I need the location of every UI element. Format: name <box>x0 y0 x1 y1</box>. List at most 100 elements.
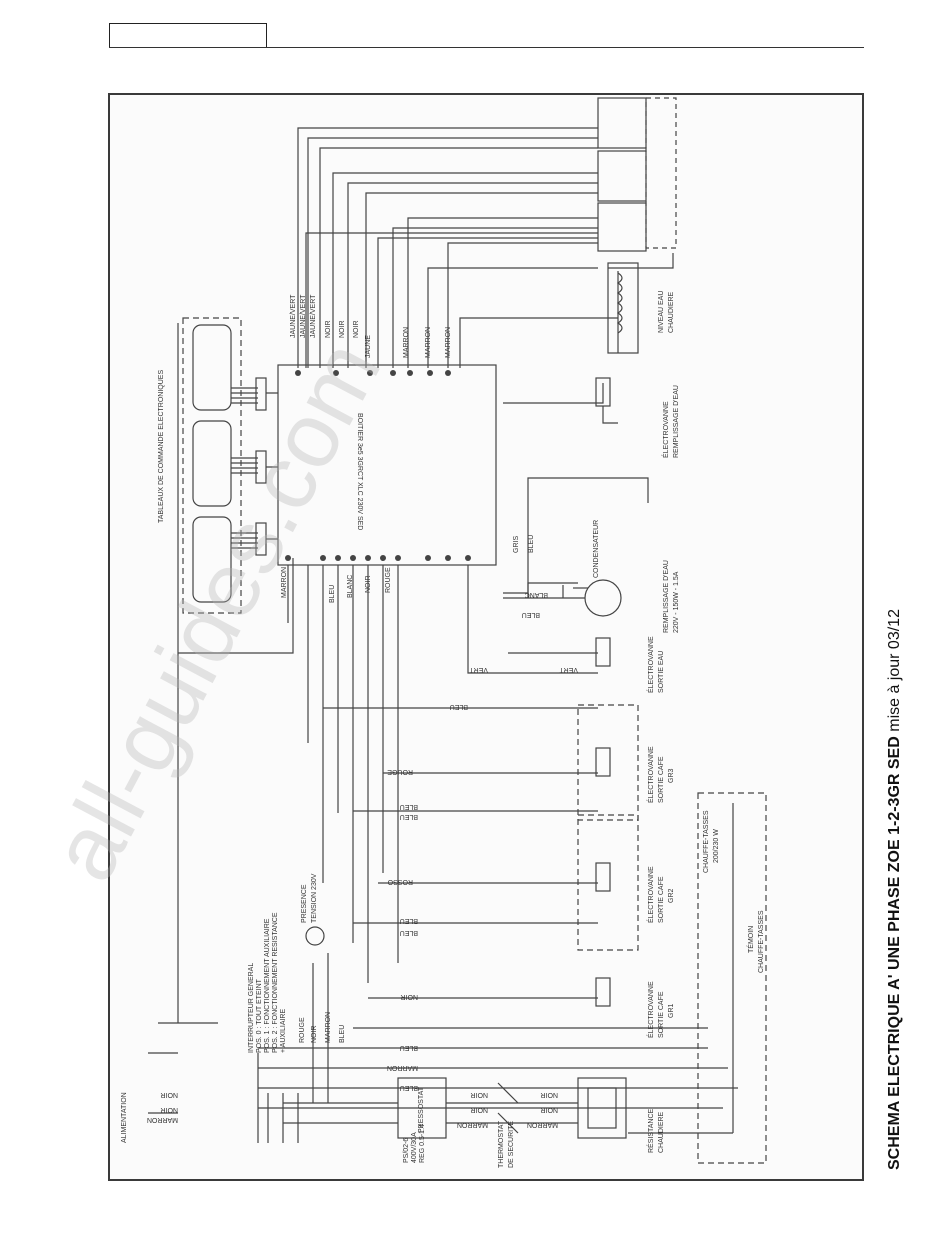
pressostat-label: PRESSOSTAT <box>418 1086 425 1133</box>
jaune-top: JAUNE <box>365 335 372 358</box>
noir-top-2: NOIR <box>339 321 346 339</box>
rouge-sw: ROUGE <box>299 1017 306 1043</box>
cup-warmer-box <box>697 792 767 1164</box>
interrupteur-1: INTERRUPTEUR GENERAL <box>248 963 255 1053</box>
noir-gr1: NOIR <box>401 993 419 1000</box>
group-terminal-3 <box>597 202 647 252</box>
noir-top-1: NOIR <box>325 321 332 339</box>
marron-top-1: MARRON <box>403 327 410 358</box>
resistance-box <box>577 1077 627 1139</box>
ev-eau-1: ÉLECTROVANNE <box>646 636 655 693</box>
niveau-2: CHAUDIERE <box>668 291 675 333</box>
ev-gr2-1: ÉLECTROVANNE <box>646 866 655 923</box>
thermo-2: DE SECURITE <box>508 1121 515 1168</box>
control-panel-2 <box>192 420 232 507</box>
noir-top-3: NOIR <box>353 321 360 339</box>
bleu-gr3-2: BLEU <box>400 803 418 810</box>
ev-gr1-1: ÉLECTROVANNE <box>646 981 655 1038</box>
rouge-gr3: ROUGE <box>387 768 413 775</box>
ev-eau-2: SORTIE EAU <box>658 651 665 693</box>
noir-sw: NOIR <box>311 1026 318 1044</box>
title-bold: SCHEMA ELECTRIQUE A' UNE PHASE ZOE 1-2-3… <box>886 736 903 1170</box>
noir-p3: NOIR <box>471 1106 489 1113</box>
marron-p1: MARRON <box>147 1116 178 1123</box>
noir-p6: NOIR <box>541 1091 559 1098</box>
wiring-diagram: ALIMENTATION TABLEAUX DE COMMANDE ELECTR… <box>121 97 767 1168</box>
interrupteur-3: POS. 1 : FONCTIONNEMENT AUXILIAIRE <box>264 918 271 1053</box>
presence-1: PRESENCE <box>301 884 308 923</box>
noir-p1: NOIR <box>161 1106 179 1113</box>
chauffe-2: 200/230 W <box>713 829 720 863</box>
blanc-pump: BLANC <box>525 591 548 598</box>
remp-label-2: 220V - 150W - 1.5A <box>673 571 680 633</box>
ps-2: 400V/30A <box>411 1132 418 1163</box>
control-panel-3 <box>192 516 232 603</box>
gr3-dashed-box <box>577 704 639 821</box>
ps-1: PS/02-6 <box>403 1138 410 1163</box>
title-rest: mise à jour 03/12 <box>886 609 903 737</box>
jaune-vert-1: JAUNE/VERT <box>290 294 297 338</box>
marron-top-2: MARRON <box>425 327 432 358</box>
marron-sw: MARRON <box>325 1012 332 1043</box>
ev-gr2-3: GR2 <box>668 889 675 904</box>
gris-label: GRIS <box>513 536 520 553</box>
ev-gr1-2: SORTIE CAFE <box>658 991 665 1038</box>
ev-remp-2: REMPLISSAGE D'EAU <box>673 385 680 458</box>
pressostat-box <box>397 1077 447 1139</box>
remp-label-1: REMPLISSAGE D'EAU <box>663 560 670 633</box>
marron-bottom: MARRON <box>281 567 288 598</box>
bleu-main-2: BLEU <box>400 1084 418 1091</box>
bleu-gr2-1: BLEU <box>400 917 418 924</box>
presence-2: TENSION 230V <box>311 873 318 923</box>
vert-2: VERT <box>559 666 578 673</box>
resistance-1: RÉSISTANCE <box>646 1108 655 1153</box>
marron-p3: MARRON <box>527 1121 558 1128</box>
noir-p2: NOIR <box>161 1091 179 1098</box>
bleu-sw: BLEU <box>339 1025 346 1043</box>
marron-p2: MARRON <box>457 1121 488 1128</box>
bleu-gr3-3: BLEU <box>400 813 418 820</box>
ev-gr3-2: SORTIE CAFE <box>658 756 665 803</box>
niveau-1: NIVEAU EAU <box>658 291 665 333</box>
bleu-right: BLEU <box>528 535 535 553</box>
boitier-box <box>277 364 497 566</box>
title-wrap: SCHEMA ELECTRIQUE A' UNE PHASE ZOE 1-2-3… <box>866 110 906 1180</box>
control-panel-1 <box>192 324 232 411</box>
vert-1: VERT <box>469 666 488 673</box>
thermo-1: THERMOSTAT <box>498 1120 505 1168</box>
ev-remp-1: ÉLECTROVANNE <box>661 401 670 458</box>
jaune-vert-3: JAUNE/VERT <box>310 294 317 338</box>
bleu-gr3-1: BLEU <box>450 703 468 710</box>
chauffe-1: CHAUFFE-TASSES <box>703 810 710 873</box>
ev-gr2-2: SORTIE CAFE <box>658 876 665 923</box>
condensateur-label: CONDENSATEUR <box>593 520 600 578</box>
resistance-2: CHAUDIERE <box>658 1111 665 1153</box>
ps-3: REG 0.5-1.4 <box>419 1124 426 1163</box>
group-terminal-1 <box>597 97 647 149</box>
tableaux-label: TABLEAUX DE COMMANDE ELECTRONIQUES <box>158 370 165 523</box>
noir-p4: NOIR <box>471 1091 489 1098</box>
marron-top-3: MARRON <box>445 327 452 358</box>
bleu-main-1: BLEU <box>400 1044 418 1051</box>
page-title: SCHEMA ELECTRIQUE A' UNE PHASE ZOE 1-2-3… <box>886 609 904 1170</box>
blanc-bottom: BLANC <box>347 575 354 598</box>
group-terminal-2 <box>597 150 647 202</box>
header-rule <box>109 47 864 48</box>
temoin-1: TÉMOIN <box>746 926 755 953</box>
marron-main-1: MARRON <box>387 1064 418 1071</box>
bleu-pump: BLEU <box>522 611 540 618</box>
rosso-gr2: ROSSO <box>387 878 413 885</box>
rouge-bottom: ROUGE <box>385 567 392 593</box>
ev-gr3-3: GR3 <box>668 769 675 784</box>
noir-bottom: NOIR <box>365 576 372 594</box>
jaune-vert-2: JAUNE/VERT <box>300 294 307 338</box>
bleu-gr2-2: BLEU <box>400 929 418 936</box>
boitier-label: BOITIER 3e5 3GRCT XLC 230V SED <box>356 413 363 530</box>
pump <box>584 579 622 617</box>
diagram-frame <box>108 93 864 1181</box>
header-box <box>109 23 267 48</box>
ev-gr1-3: GR1 <box>668 1004 675 1019</box>
alimentation-label: ALIMENTATION <box>121 1092 128 1143</box>
noir-p5: NOIR <box>541 1106 559 1113</box>
temoin-2: CHAUFFE-TASSES <box>758 910 765 973</box>
